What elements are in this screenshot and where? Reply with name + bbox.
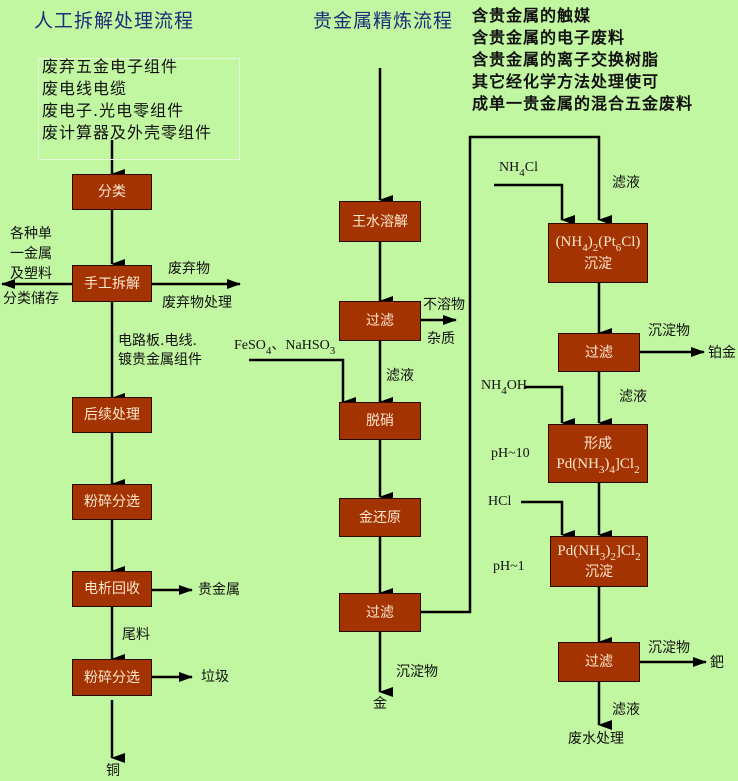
intro-input-frame [38, 58, 240, 160]
arrow-reagent-to-denitrify [249, 358, 356, 407]
label-precipitate: 沉淀物 [396, 664, 438, 680]
box-filter-2[interactable]: 过滤 [339, 593, 421, 632]
title-manual-process: 人工拆解处理流程 [34, 10, 195, 32]
label-circuit-line2: 镀贵金属组件 [118, 352, 202, 368]
label-waste-treatment: 废弃物处理 [162, 295, 232, 311]
box-electrolytic-recovery[interactable]: 电析回收 [72, 571, 152, 607]
label-garbage: 垃圾 [201, 669, 229, 685]
box-label: 粉碎分选 [84, 494, 140, 510]
box-label: 王水溶解 [352, 213, 408, 230]
connector-filter-to-right [421, 135, 612, 614]
label-precipitate-2: 沉淀物 [648, 640, 690, 656]
label-ph1: pH~1 [493, 559, 525, 574]
box-label: 过滤 [585, 654, 613, 670]
label-line: 一金属 [10, 246, 52, 262]
label-copper: 铜 [106, 763, 120, 779]
label-platinum: 铂金 [708, 345, 736, 361]
intro-input-item: 废计算器及外壳零组件 [42, 123, 213, 142]
refining-source-item: 成单一贵金属的混合五金废料 [472, 94, 694, 113]
label-ph10: pH~10 [491, 446, 530, 461]
box-label: 过滤 [585, 344, 613, 361]
label-precipitate-1: 沉淀物 [648, 323, 690, 339]
box-platinum-precipitate[interactable]: (NH4)2(Pt6Cl) 沉淀 [548, 223, 648, 283]
label-filtrate: 滤液 [386, 368, 414, 384]
box-pd-form[interactable]: 形成 Pd(NH3)4]Cl2 [548, 424, 648, 483]
label-filtrate-bottom: 滤液 [612, 702, 640, 718]
label-gold: 金 [373, 696, 387, 712]
box-filter-4[interactable]: 过滤 [558, 642, 640, 682]
refining-source-item: 其它经化学方法处理使可 [472, 72, 660, 91]
label-single-metal: 各种单 一金属 及塑料 [10, 226, 52, 283]
box-label: 分类 [98, 184, 126, 200]
label-waste: 废弃物 [168, 261, 210, 277]
label-circuit-line1: 电路板.电线. [118, 333, 197, 349]
box-label: 金还原 [359, 509, 401, 526]
box-label: 沉淀 [584, 256, 612, 272]
box-aqua-regia-dissolve[interactable]: 王水溶解 [339, 201, 421, 242]
box-label: 后续处理 [84, 407, 140, 423]
box-label: 形成 [584, 435, 612, 452]
intro-input-item: 废弃五金电子组件 [42, 57, 179, 76]
label-precious-metal: 贵金属 [198, 582, 240, 598]
refining-source-item: 含贵金属的离子交换树脂 [472, 50, 660, 69]
box-label: 沉淀 [585, 564, 613, 580]
box-formula: Pd(NH3)2]Cl2 [557, 543, 641, 563]
box-label: 脱硝 [366, 413, 394, 429]
box-filter-3[interactable]: 过滤 [558, 333, 640, 372]
box-gold-reduction[interactable]: 金还原 [339, 498, 421, 537]
box-formula: Pd(NH3)4]Cl2 [556, 455, 640, 476]
label-palladium: 鈀 [710, 655, 724, 671]
box-label: 过滤 [366, 604, 394, 621]
box-manual-dismantle[interactable]: 手工拆解 [72, 265, 152, 302]
label-line: 及塑料 [10, 266, 52, 282]
title-refining-process: 贵金属精炼流程 [313, 10, 454, 32]
label-filtrate-mid: 滤液 [619, 389, 647, 405]
box-label: 粉碎分选 [84, 669, 140, 686]
label-hcl: HCl [488, 494, 512, 509]
label-sort-storage: 分类储存 [3, 291, 59, 307]
arrow-hcl-in [521, 500, 575, 540]
label-nh4cl: NH4Cl [499, 160, 538, 179]
box-formula: (NH4)2(Pt6Cl) [555, 234, 641, 254]
label-wastewater: 废水处理 [568, 731, 624, 747]
box-denitrify[interactable]: 脱硝 [339, 402, 421, 440]
box-crush-sort-1[interactable]: 粉碎分选 [72, 484, 152, 520]
label-nh4oh: NH4OH [481, 378, 527, 397]
refining-source-item: 含贵金属的触媒 [472, 6, 592, 25]
intro-input-item: 废电子.光电零组件 [42, 101, 185, 120]
label-tailings: 尾料 [122, 627, 150, 643]
intro-input-item: 废电线电缆 [42, 79, 128, 98]
box-crush-sort-2[interactable]: 粉碎分选 [72, 659, 152, 696]
refining-source-list: 含贵金属的触媒 含贵金属的电子废料 含贵金属的离子交换树脂 其它经化学方法处理使… [472, 5, 693, 115]
box-pd-precipitate[interactable]: Pd(NH3)2]Cl2 沉淀 [550, 536, 648, 587]
arrow-nh4oh-in [524, 385, 575, 428]
box-filter-1[interactable]: 过滤 [339, 301, 421, 341]
label-reagent-feso4-nahso3: FeSO4、NaHSO3 [234, 338, 336, 357]
refining-source-item: 含贵金属的电子废料 [472, 28, 626, 47]
box-label: 手工拆解 [84, 275, 140, 292]
label-insoluble: 不溶物 [423, 297, 465, 313]
label-line: 各种单 [10, 226, 52, 242]
label-impurity: 杂质 [427, 331, 455, 347]
arrow-nh4cl-in [494, 183, 575, 225]
box-post-processing[interactable]: 后续处理 [72, 397, 152, 433]
label-filtrate-top: 滤液 [612, 175, 640, 191]
intro-input-list: 废弃五金电子组件 废电线电缆 废电子.光电零组件 废计算器及外壳零组件 [42, 56, 212, 144]
box-label: 电析回收 [84, 581, 140, 597]
box-label: 过滤 [366, 313, 394, 329]
box-sort[interactable]: 分类 [72, 174, 152, 210]
